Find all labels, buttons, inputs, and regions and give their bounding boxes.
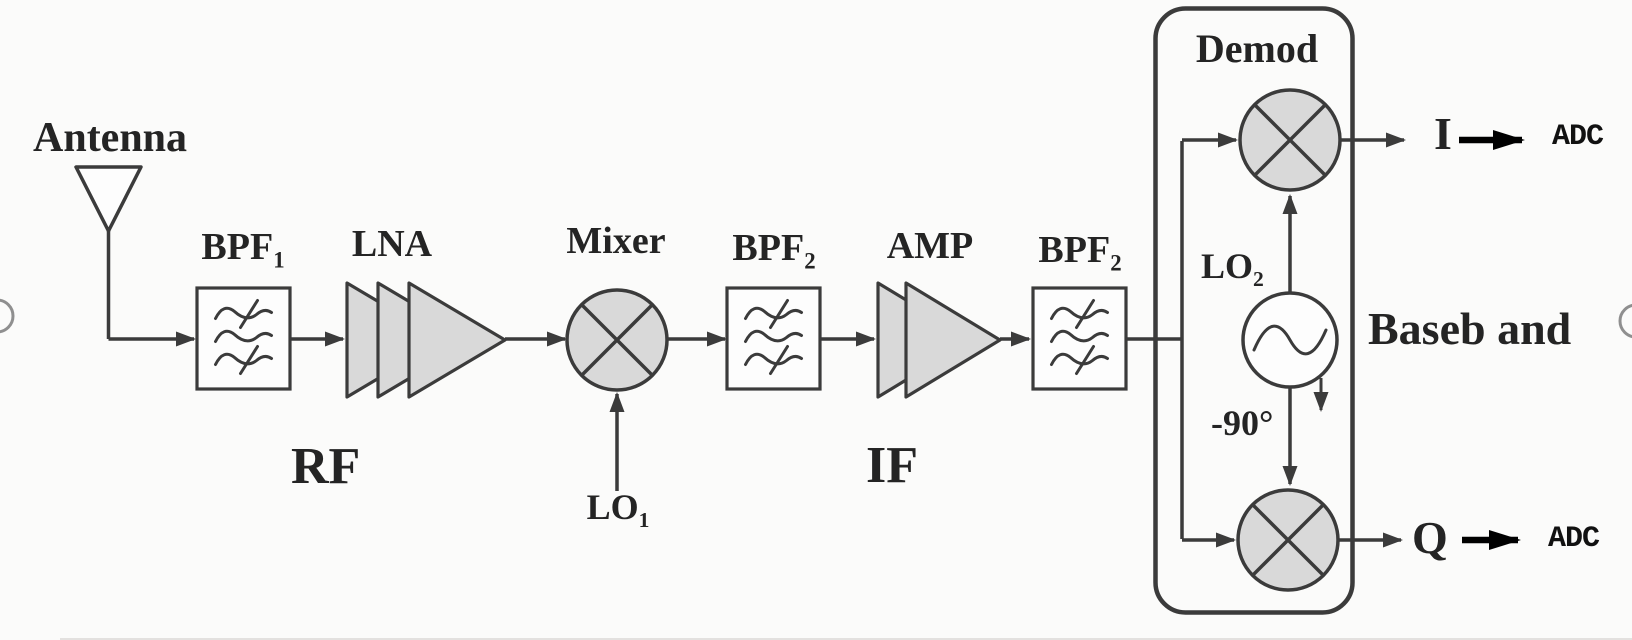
demod-label: Demod [1195,26,1319,71]
q-adc-label: ADC [1548,522,1600,556]
bpf2a-label: BPF2 [732,227,815,272]
bpf2b-label: BPF2 [1038,229,1121,274]
lo2-oscillator-symbol [1241,291,1339,389]
bpf1-label-base: BPF [201,226,274,268]
page-edge-marks [0,298,1632,339]
bpf2b-label-sub: 2 [1110,250,1122,276]
mixer1-label: Mixer [566,220,666,262]
lo1-label-base: LO [586,487,639,527]
demod-routing [1180,132,1238,548]
amp-label: AMP [886,225,974,267]
rf-stage-label: RF [291,438,361,495]
lo1-label: LO1 [586,487,650,531]
bpf1-label: BPF1 [201,226,284,271]
phase-shift-label: -90° [1211,403,1274,443]
bpf2a-label-base: BPF [732,227,805,269]
lo2-label-base: LO [1201,246,1254,286]
bpf2a-box [725,286,822,391]
lo1-label-sub: 1 [638,508,650,533]
q-output-label: Q [1412,512,1448,563]
antenna-label: Antenna [33,115,188,161]
i-output-label: I [1434,108,1452,159]
bpf1-label-sub: 1 [273,247,285,273]
lna-symbol [345,281,507,399]
lo2-label-sub: 2 [1253,267,1264,292]
scan-bottom-edge [60,638,1632,640]
mixer1-symbol [565,288,669,392]
lna-label: LNA [351,223,433,265]
bpf2a-label-sub: 2 [804,248,816,274]
bpf2b-box [1031,286,1128,391]
i-adc-label: ADC [1552,120,1604,154]
i-mixer-symbol [1238,88,1342,192]
if-stage-label: IF [866,437,918,494]
demod-box [1153,6,1355,615]
bpf1-box [195,286,292,391]
bpf2b-label-base: BPF [1038,229,1111,271]
lo2-label: LO2 [1201,246,1264,290]
antenna-symbol [74,165,196,347]
q-mixer-symbol [1236,488,1340,592]
amp-symbol [876,281,1002,399]
baseband-label: Baseb and [1368,303,1572,354]
